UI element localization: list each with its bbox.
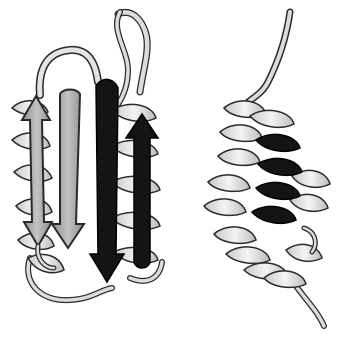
right-helix-black-turn-3 <box>256 182 300 199</box>
right-helix-black-turn-4 <box>252 206 296 223</box>
right-helix-black-turn-2 <box>258 158 302 175</box>
right-helix-black-turn-1 <box>256 134 300 151</box>
right-helix-center <box>250 110 302 223</box>
left-structure-panel <box>12 12 162 300</box>
right-helix-lower <box>214 227 322 287</box>
left-beta-strand-gray-2 <box>52 90 84 249</box>
right-structure-panel <box>204 12 330 326</box>
right-coil-top-tail <box>246 12 290 104</box>
